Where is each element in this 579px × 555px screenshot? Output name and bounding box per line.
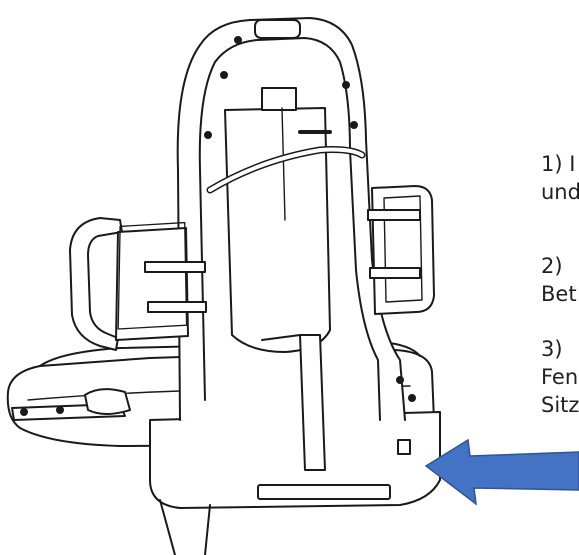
- lever-knob: [84, 388, 131, 415]
- right-armrest: [371, 185, 435, 315]
- seat-cushion-top: [39, 341, 421, 367]
- left-clamp-top: [144, 261, 206, 273]
- bottom-bar: [257, 484, 391, 500]
- right-clamp-bottom: [369, 267, 421, 279]
- instruction-3: 3) Fen Sitz: [541, 335, 579, 419]
- back-panel: [224, 107, 331, 353]
- connector-port: [397, 439, 411, 455]
- left-armrest: [69, 217, 123, 351]
- instruction-line: Fen: [541, 365, 579, 389]
- instruction-line: Sitz: [541, 393, 579, 417]
- instruction-line: 1) I: [541, 152, 576, 176]
- pointer-arrow: [424, 438, 579, 506]
- instruction-line: und: [541, 180, 579, 204]
- instruction-2: 2) Bet: [541, 252, 577, 308]
- right-clamp-top: [367, 209, 421, 221]
- instruction-line: 3): [541, 337, 563, 361]
- instruction-1: 1) I und: [541, 150, 579, 206]
- instruction-line: 2): [541, 254, 563, 278]
- instruction-line: Bet: [541, 282, 577, 306]
- vertical-strut: [299, 334, 326, 471]
- headrest-handle: [254, 19, 301, 39]
- left-clamp-bottom: [147, 301, 207, 313]
